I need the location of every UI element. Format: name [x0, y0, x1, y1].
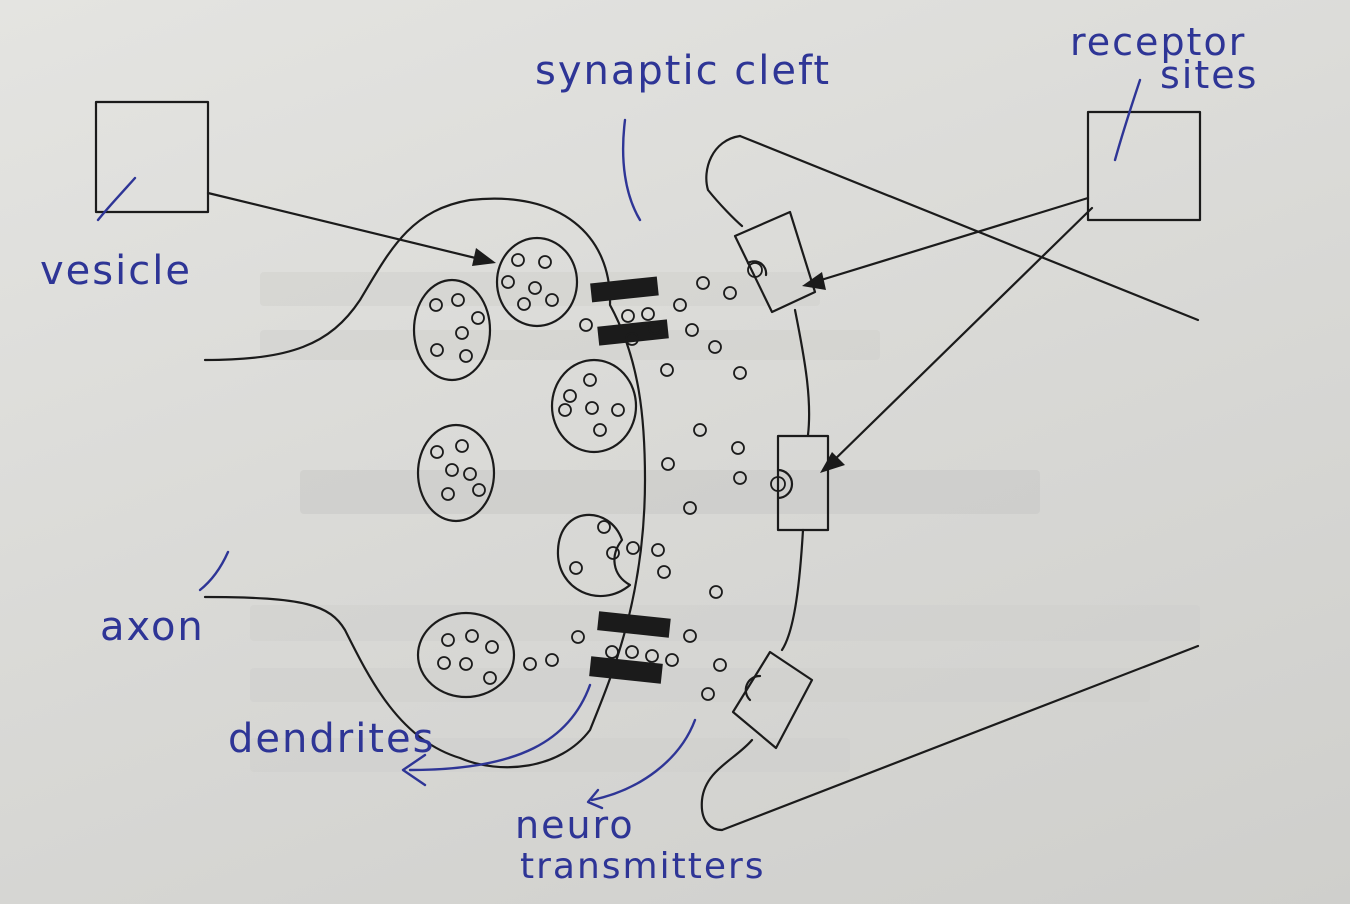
receptor-sites-annotation: receptor sites [1070, 20, 1258, 162]
neurotransmitter-molecules [523, 276, 747, 701]
receptor-sites-label-line1: receptor [1070, 20, 1246, 64]
receptor-pointer-arrow [820, 206, 1094, 473]
dendrite-outline-top [738, 134, 1200, 322]
neurotransmitters-annotation: neuro transmitters [515, 718, 766, 887]
release-site-bar [590, 276, 659, 303]
receptor-site [733, 210, 817, 314]
vesicle [495, 236, 579, 328]
axon-label: axon [100, 604, 205, 650]
bleed-through-text [250, 272, 1200, 772]
neurotransmitters-label-line1: neuro [515, 803, 635, 847]
vesicle [550, 358, 638, 454]
release-site-bar [597, 611, 671, 638]
vesicle [416, 423, 496, 523]
receptor-site [731, 650, 814, 750]
receptor-site [770, 434, 830, 532]
dendrites-label: dendrites [228, 716, 435, 762]
vesicle-label-box[interactable] [94, 100, 210, 214]
neurotransmitters-label-line2: transmitters [520, 846, 766, 887]
synaptic-cleft-label: synaptic cleft [535, 48, 831, 94]
vesicle-pointer-arrow [206, 191, 496, 266]
dendrite-outline-bottom [720, 644, 1200, 832]
receptor-pointer-arrow [802, 196, 1090, 290]
release-site-bar [589, 656, 663, 684]
dendrites-annotation: dendrites [228, 683, 592, 787]
receptor-sites-label-line2: sites [1160, 53, 1258, 97]
postsynaptic-membrane [700, 134, 811, 832]
receptor-sites-label-box[interactable] [1086, 110, 1202, 222]
synaptic-cleft-annotation: synaptic cleft [535, 48, 831, 222]
vesicle-label: vesicle [40, 248, 192, 294]
vesicle [412, 278, 492, 382]
vesicle [416, 611, 516, 699]
axon-annotation: axon [100, 550, 230, 650]
presynaptic-membrane [203, 197, 647, 769]
vesicle-annotation: vesicle [40, 176, 192, 294]
vesicle-fusing [556, 513, 632, 598]
